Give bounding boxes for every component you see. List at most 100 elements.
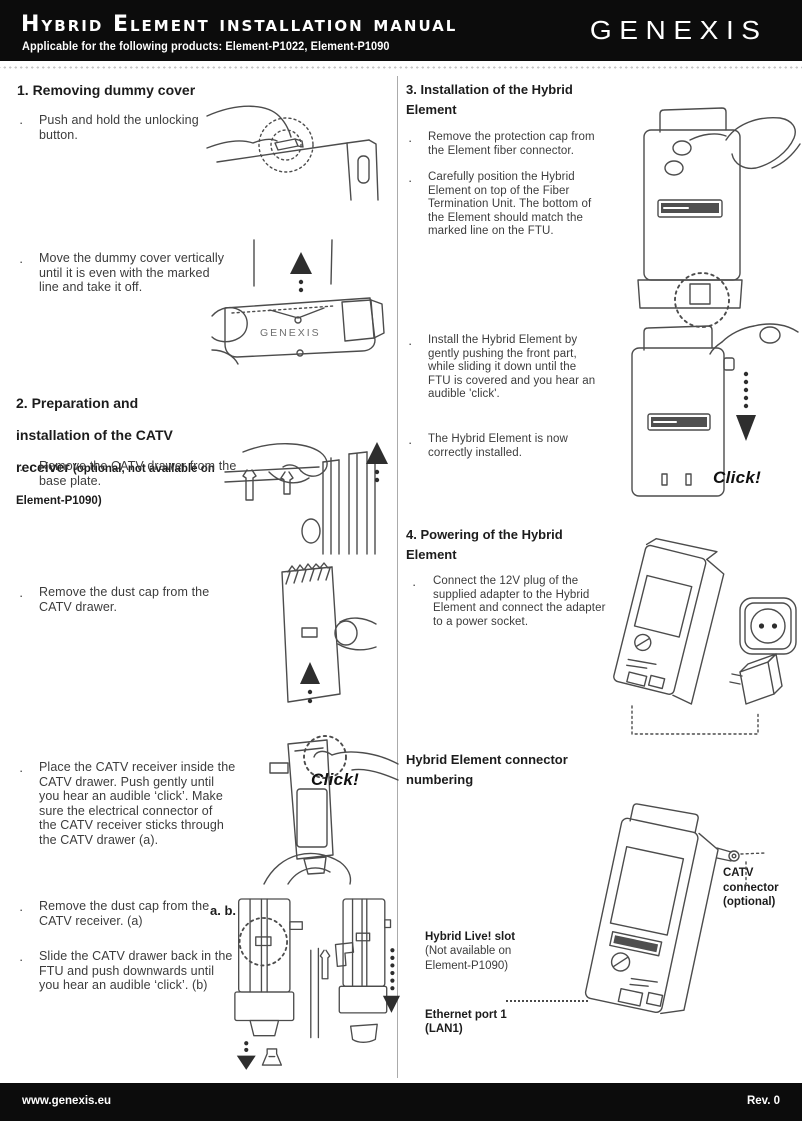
illustration-drawer-back-a-b bbox=[214, 892, 400, 1074]
arrow-dot bbox=[307, 689, 313, 695]
dotted-circle bbox=[303, 735, 347, 779]
label-slot-dark bbox=[613, 935, 659, 953]
bullet-marker: · bbox=[19, 763, 24, 778]
fingertip bbox=[672, 140, 692, 156]
section2-bullet-4: Remove the dust cap from the CATV receiv… bbox=[39, 899, 210, 928]
drawer-top bbox=[348, 451, 368, 455]
screw bbox=[294, 316, 302, 324]
footer-revision: Rev. 0 bbox=[746, 1095, 780, 1107]
illustration-dust-cap-drawer bbox=[250, 562, 378, 714]
fingertip bbox=[664, 160, 684, 176]
section1-bullet-2: Move the dummy cover vertically until it… bbox=[39, 251, 225, 295]
label-slot-dark bbox=[661, 203, 719, 213]
arrow-dot bbox=[390, 948, 395, 953]
hand-outline bbox=[337, 643, 377, 651]
hand-outline bbox=[351, 768, 399, 781]
hybrid-live-slot bbox=[645, 991, 664, 1007]
catv-receiver bbox=[296, 788, 328, 848]
bullet-marker: · bbox=[19, 588, 24, 603]
electrical-connector bbox=[255, 936, 272, 947]
arrow-dot bbox=[374, 469, 380, 475]
footer-bar: www.genexis.eu Rev. 0 bbox=[0, 1083, 802, 1121]
section3-bullet-1: Remove the protection cap from the Eleme… bbox=[428, 131, 595, 157]
ethernet-dotted-leader bbox=[506, 1000, 588, 1002]
dotted-separator bbox=[0, 64, 802, 70]
screw-slot bbox=[636, 638, 650, 647]
side-tab bbox=[289, 921, 303, 931]
dust-cap bbox=[261, 1048, 283, 1066]
top-cap bbox=[629, 803, 699, 834]
receptacle-outline bbox=[349, 1023, 378, 1043]
bullet-marker: · bbox=[19, 462, 24, 477]
section3-bullet-4: The Hybrid Element is now correctly inst… bbox=[428, 433, 568, 459]
section3-bullet-3: Install the Hybrid Element by gently pus… bbox=[428, 334, 596, 400]
ethernet-port-sub: (LAN1) bbox=[425, 1023, 463, 1035]
hand-outline bbox=[753, 323, 799, 333]
socket-hole bbox=[771, 623, 778, 629]
socket-hole bbox=[758, 623, 765, 629]
catv-stub-pin bbox=[731, 853, 737, 859]
unlock-button bbox=[274, 138, 299, 151]
finger-outline bbox=[709, 341, 723, 355]
bullet-marker: · bbox=[408, 133, 413, 148]
bullet-marker: · bbox=[408, 435, 413, 450]
illustration-install-element bbox=[622, 322, 800, 504]
cover-flap-side bbox=[370, 299, 385, 339]
arrow-dot bbox=[743, 379, 749, 385]
illustration-dummy-cover: GENEXIS bbox=[211, 239, 392, 365]
drawer-block bbox=[234, 991, 295, 1022]
port bbox=[647, 674, 666, 690]
ethernet-port bbox=[617, 987, 644, 1007]
drawer-body bbox=[281, 566, 341, 703]
drawer-outline bbox=[287, 739, 334, 860]
finger-outline bbox=[313, 750, 333, 758]
element-body bbox=[613, 544, 707, 695]
device-edge bbox=[346, 142, 352, 201]
screw bbox=[634, 633, 652, 652]
section3-title: 3. Installation of the Hybrid Element bbox=[406, 82, 573, 117]
cable-hole bbox=[301, 518, 321, 544]
arrow-dot bbox=[390, 963, 395, 968]
thumb-outline bbox=[211, 349, 239, 365]
fiber-guide bbox=[242, 469, 257, 501]
footer-website: www.genexis.eu bbox=[22, 1095, 112, 1107]
hatch-lines bbox=[285, 567, 331, 585]
hand-outline bbox=[689, 133, 727, 141]
hand-outline bbox=[282, 464, 302, 472]
ftu-base bbox=[637, 279, 743, 309]
dotted-circle bbox=[270, 129, 302, 161]
label-slot-dark bbox=[651, 417, 707, 427]
element-side bbox=[672, 558, 725, 705]
illustration-insert-receiver bbox=[226, 726, 399, 885]
side-button bbox=[723, 357, 735, 371]
hybrid-live-slot-note: (Not available on Element-P1090) bbox=[425, 945, 512, 972]
adapter-top bbox=[739, 653, 777, 673]
illustration-powering bbox=[598, 537, 802, 742]
section1-title: 1. Removing dummy cover bbox=[17, 82, 196, 98]
arrow-dot bbox=[743, 395, 749, 401]
section2-bullet-2: Remove the dust cap from the CATV drawer… bbox=[39, 585, 210, 614]
hand-outline bbox=[339, 617, 377, 625]
top-cap bbox=[643, 325, 713, 351]
ftu-bracket bbox=[334, 942, 355, 968]
arrow-dot bbox=[390, 986, 395, 991]
catv-stub-face bbox=[728, 850, 740, 862]
fiber-guide bbox=[280, 471, 294, 495]
section2-bullet-5: Slide the CATV drawer back in the FTU an… bbox=[39, 949, 233, 993]
up-arrow-icon bbox=[300, 662, 320, 684]
arrow-dot bbox=[743, 371, 749, 377]
element-side bbox=[660, 832, 719, 1015]
side-tab bbox=[384, 919, 392, 929]
thumb-tip bbox=[334, 620, 358, 646]
arrow-dot bbox=[390, 978, 395, 983]
hand-outline bbox=[771, 143, 801, 169]
screw-slot bbox=[612, 956, 629, 968]
hand-outline bbox=[725, 117, 796, 170]
electrical-connector bbox=[355, 932, 371, 942]
socket-face bbox=[750, 608, 786, 644]
hand-outline bbox=[287, 867, 331, 885]
arrow-dot bbox=[743, 403, 749, 409]
device-side bbox=[368, 139, 379, 201]
vent-lines bbox=[626, 658, 657, 669]
arrow-dot bbox=[743, 387, 749, 393]
